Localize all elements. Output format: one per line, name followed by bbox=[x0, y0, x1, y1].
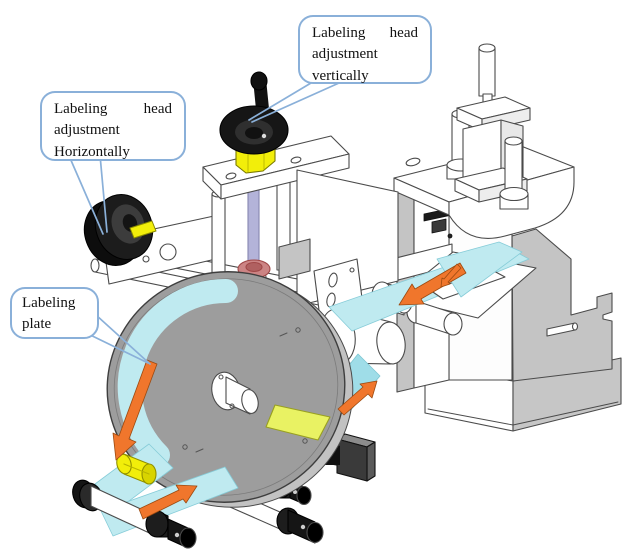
callout-text: Labeling bbox=[22, 295, 76, 311]
callout-text: Horizontally bbox=[54, 143, 130, 160]
callout-text: head bbox=[143, 101, 172, 117]
callout-vertical-adjustment: Labeling head adjustment vertically bbox=[298, 15, 432, 84]
callout-text: vertically bbox=[312, 67, 369, 84]
callout-tails bbox=[69, 82, 340, 365]
flow-arrow-up-drum bbox=[337, 380, 378, 416]
callout-text: adjustment bbox=[312, 46, 378, 63]
callout-text: head bbox=[389, 25, 418, 41]
callout-text: adjustment bbox=[54, 122, 120, 139]
disc-hub bbox=[211, 371, 259, 415]
callout-tail-horizontal bbox=[69, 154, 108, 235]
base-side-plate bbox=[511, 228, 613, 382]
dancer-roller-yellow bbox=[116, 453, 157, 485]
plate-slot bbox=[405, 157, 421, 167]
pneumatic-cylinder bbox=[446, 43, 531, 210]
column-crossbar bbox=[202, 135, 350, 200]
guide-rod-right bbox=[499, 136, 529, 210]
callout-tail-vertical bbox=[248, 82, 340, 123]
labeling-plate-disc bbox=[106, 271, 354, 508]
rail-end-plate bbox=[102, 215, 221, 285]
yellow-lock-tab bbox=[129, 220, 157, 239]
label-web-on-disc bbox=[117, 278, 238, 467]
callout-text: plate bbox=[22, 316, 52, 333]
callout-text: Labeling bbox=[54, 101, 108, 117]
flow-arrow-disc-down bbox=[112, 359, 158, 461]
web-flow-arrows bbox=[112, 262, 467, 520]
callout-text: Labeling bbox=[312, 25, 366, 41]
horizontal-adjust-handwheel bbox=[83, 194, 157, 266]
guide-roller-bottom-left bbox=[72, 479, 197, 549]
flow-arrow-bottom-right bbox=[138, 484, 198, 520]
label-web-on-table bbox=[436, 241, 523, 298]
callout-horizontal-adjustment: Labeling head adjustment Horizontally bbox=[40, 91, 186, 161]
vertical-adjust-column bbox=[202, 71, 350, 309]
peel-plate-yellow bbox=[265, 404, 331, 441]
flow-arrow-table-small bbox=[440, 263, 462, 288]
disc-face-marks bbox=[182, 327, 308, 453]
handwheel-handle bbox=[250, 71, 268, 91]
vertical-adjust-handwheel bbox=[219, 71, 289, 155]
callout-labeling-plate: Labeling plate bbox=[10, 287, 99, 339]
slide-block bbox=[278, 238, 311, 280]
